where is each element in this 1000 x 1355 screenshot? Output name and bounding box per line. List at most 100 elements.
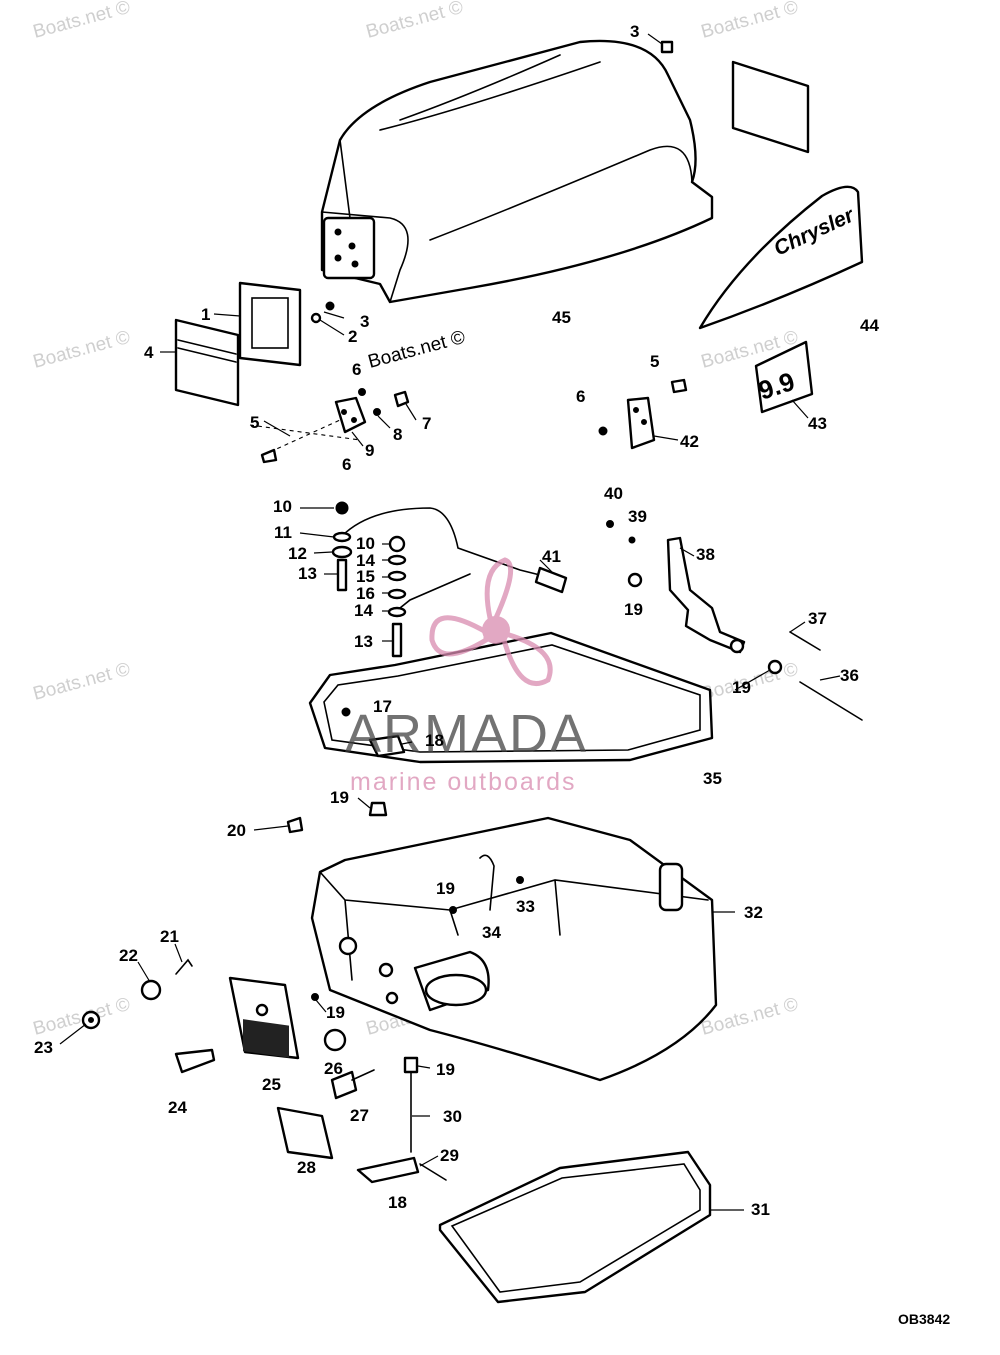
callout-labels: 3 1 3 2 4 45 44 6 5 7 8 9 6 5 6 42 43 10…	[34, 22, 879, 1219]
callout-8: 8	[393, 425, 402, 444]
callout-41: 41	[542, 547, 561, 566]
screw-part-5	[260, 448, 278, 464]
callout-15: 15	[356, 567, 375, 586]
callout-42: 42	[680, 432, 699, 451]
screw-part-5-right	[670, 378, 688, 394]
clip-part-21	[175, 958, 193, 975]
nut-part-6-right	[598, 426, 608, 436]
callout-19: 19	[436, 879, 455, 898]
callout-6: 6	[576, 387, 585, 406]
watermark-site-dark: Boats.net ©	[366, 327, 468, 373]
callout-27: 27	[350, 1106, 369, 1125]
callout-22: 22	[119, 946, 138, 965]
callout-11: 11	[274, 523, 292, 542]
callout-23: 23	[34, 1038, 53, 1057]
callout-32: 32	[744, 903, 763, 922]
callout-19: 19	[624, 600, 643, 619]
fitting-part-20	[286, 816, 304, 834]
plug-part-26	[323, 1028, 347, 1052]
callout-45: 45	[552, 308, 571, 327]
watermark-site: Boats.net ©	[699, 0, 801, 43]
callout-18: 18	[388, 1193, 407, 1212]
callout-29: 29	[440, 1146, 459, 1165]
callout-19: 19	[436, 1060, 455, 1079]
callout-9: 9	[365, 441, 374, 460]
grommet-part-19f	[403, 1056, 419, 1074]
grommet-part-19c	[368, 801, 388, 817]
callout-17: 17	[373, 697, 392, 716]
bushing-part-19b	[767, 659, 783, 675]
front-decal-part-4	[174, 318, 240, 407]
callout-37: 37	[808, 609, 827, 628]
callout-35: 35	[703, 769, 722, 788]
callout-25: 25	[262, 1075, 281, 1094]
hose-part-34	[479, 854, 495, 911]
blank-decal	[731, 60, 810, 154]
lever-part-29	[356, 1156, 420, 1184]
hp-decal: 9.9	[755, 340, 814, 414]
grommet-part-19d	[449, 906, 457, 914]
decal-part-28	[276, 1106, 334, 1160]
spring-part-37	[789, 631, 821, 651]
shift-lever-part-38	[666, 536, 746, 654]
armada-logo-watermark: ARMADA marine outboards	[345, 557, 588, 796]
callout-19: 19	[732, 678, 751, 697]
gasket-part-31	[438, 1150, 712, 1304]
knob-part-22	[140, 979, 162, 1001]
callout-21: 21	[160, 927, 179, 946]
callout-33: 33	[516, 897, 535, 916]
callout-3: 3	[360, 312, 369, 331]
chrysler-side-decal: Chrysler	[698, 185, 864, 330]
callout-4: 4	[144, 343, 154, 362]
callout-5: 5	[650, 352, 659, 371]
callout-13: 13	[354, 632, 373, 651]
screw-part-33	[516, 876, 524, 884]
callout-36: 36	[840, 666, 859, 685]
fitting-part-27	[330, 1070, 358, 1100]
diagram-reference-code: OB3842	[898, 1311, 950, 1327]
watermark-site: Boats.net ©	[31, 994, 133, 1040]
callout-14: 14	[354, 601, 373, 620]
callout-12: 12	[288, 544, 307, 563]
watermark-site: Boats.net ©	[364, 0, 466, 43]
decal-plate-part-25	[228, 976, 300, 1060]
spacer-part-8	[373, 408, 381, 416]
leader-lines	[59, 311, 841, 1211]
callout-43: 43	[808, 414, 827, 433]
callout-13: 13	[298, 564, 317, 583]
lower-motor-pan-part-32	[310, 816, 718, 1082]
callout-40: 40	[604, 484, 623, 503]
callout-2: 2	[348, 327, 357, 346]
callout-24: 24	[168, 1098, 187, 1117]
throttle-linkage-part-41	[341, 507, 568, 613]
watermark-site: Boats.net ©	[31, 0, 133, 43]
callout-31: 31	[751, 1200, 770, 1219]
callout-18: 18	[425, 731, 444, 750]
pin-part-18b	[419, 1163, 447, 1181]
callout-19: 19	[326, 1003, 345, 1022]
latch-bracket-part-9	[334, 396, 367, 434]
latch-part-17	[341, 707, 406, 758]
callout-28: 28	[297, 1158, 316, 1177]
callout-20: 20	[227, 821, 246, 840]
washer-part-2	[310, 312, 322, 324]
callout-34: 34	[482, 923, 501, 942]
logo-name: ARMADA	[345, 704, 588, 764]
callout-16: 16	[356, 584, 375, 603]
bushing-part-19a	[627, 572, 643, 588]
latch-bracket-part-42	[626, 396, 656, 450]
nut-part-6	[358, 388, 366, 396]
callout-7: 7	[422, 414, 431, 433]
callout-14: 14	[356, 551, 375, 570]
callout-10: 10	[356, 534, 375, 553]
linkage-hardware-stack-right	[387, 535, 407, 658]
lever-part-24	[174, 1048, 216, 1074]
engine-cover-hood	[320, 39, 714, 304]
callout-3: 3	[630, 22, 639, 41]
watermark-site: Boats.net ©	[31, 327, 133, 373]
watermark-site: Boats.net ©	[31, 659, 133, 705]
washer-part-40	[606, 520, 614, 528]
screw-part-3-top	[660, 40, 674, 54]
linkage-hardware-stack-left	[331, 501, 353, 592]
